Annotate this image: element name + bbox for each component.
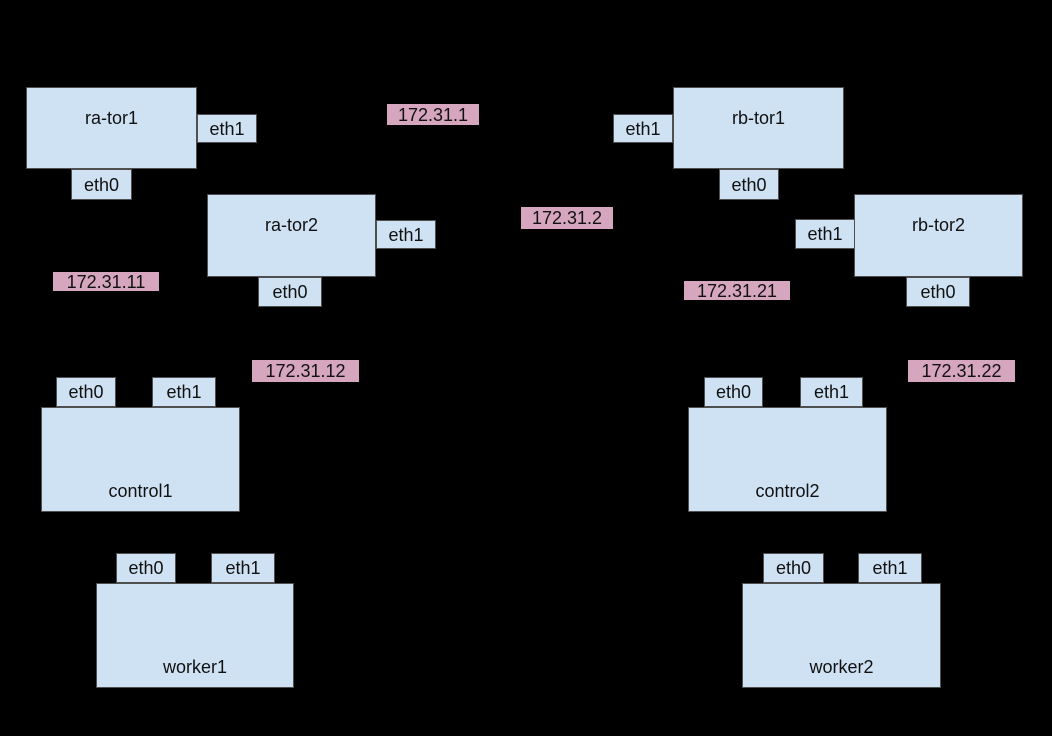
ip-address-text: 172.31.21 (696, 280, 778, 301)
node-label: worker2 (809, 657, 874, 678)
port-label: eth0 (128, 558, 164, 578)
ip-address-text: 172.31.12 (265, 361, 346, 381)
node-ra-tor2: ra-tor2 (207, 194, 376, 277)
port-label: eth1 (813, 382, 850, 402)
port-label: eth1 (625, 118, 661, 139)
ip-label-172-31-11: 172.31.11 (53, 272, 159, 291)
port-control1-eth1: eth1 (152, 377, 216, 407)
ip-label-172-31-2: 172.31.2 (521, 207, 613, 229)
node-rb-tor2: rb-tor2 (854, 194, 1023, 277)
node-control1: control1 (41, 407, 240, 512)
port-control2-eth0: eth0 (704, 377, 763, 407)
ip-address-text: 172.31.11 (66, 271, 146, 292)
node-ra-tor1: ra-tor1 (26, 87, 197, 169)
port-rb-tor1-eth0: eth0 (719, 169, 779, 200)
node-label: ra-tor1 (84, 107, 138, 128)
port-worker1-eth0: eth0 (116, 553, 176, 583)
port-ra-tor2-eth0: eth0 (258, 277, 322, 307)
port-label: eth1 (872, 558, 908, 578)
node-label: worker1 (162, 657, 228, 678)
port-rb-tor2-eth0: eth0 (906, 277, 970, 307)
node-label: rb-tor2 (911, 214, 965, 235)
ip-label-172-31-1: 172.31.1 (387, 104, 479, 125)
port-label: eth0 (83, 174, 120, 195)
ip-address-text: 172.31.22 (921, 361, 1002, 381)
port-ra-tor2-eth1: eth1 (376, 220, 436, 249)
ip-label-172-31-12: 172.31.12 (252, 360, 359, 382)
node-control2: control2 (688, 407, 887, 512)
node-label: rb-tor1 (731, 107, 785, 128)
port-label: eth0 (920, 282, 956, 302)
port-rb-tor1-eth1: eth1 (613, 114, 673, 143)
node-label: ra-tor2 (264, 214, 318, 235)
node-worker1: worker1 (96, 583, 294, 688)
ip-label-172-31-21: 172.31.21 (684, 281, 790, 300)
port-worker1-eth1: eth1 (211, 553, 275, 583)
ip-address-text: 172.31.2 (531, 208, 603, 228)
node-worker2: worker2 (742, 583, 941, 688)
port-label: eth0 (715, 382, 752, 402)
port-ra-tor1-eth1: eth1 (197, 114, 257, 143)
port-rb-tor2-eth1: eth1 (795, 219, 855, 249)
port-ra-tor1-eth0: eth0 (71, 169, 132, 200)
ip-address-text: 172.31.1 (397, 104, 469, 125)
port-label: eth0 (731, 174, 767, 195)
port-worker2-eth1: eth1 (858, 553, 922, 583)
port-label: eth1 (166, 382, 202, 402)
port-worker2-eth0: eth0 (763, 553, 824, 583)
node-label: control1 (108, 481, 173, 502)
port-control2-eth1: eth1 (800, 377, 863, 407)
port-label: eth1 (209, 118, 245, 139)
port-control1-eth0: eth0 (56, 377, 116, 407)
port-label: eth1 (225, 558, 261, 578)
node-label: control2 (755, 481, 820, 502)
ip-label-172-31-22: 172.31.22 (908, 360, 1015, 382)
port-label: eth0 (775, 558, 812, 578)
port-label: eth1 (807, 224, 843, 244)
port-label: eth1 (388, 224, 424, 245)
port-label: eth0 (272, 282, 308, 302)
node-rb-tor1: rb-tor1 (673, 87, 844, 169)
port-label: eth0 (68, 382, 104, 402)
